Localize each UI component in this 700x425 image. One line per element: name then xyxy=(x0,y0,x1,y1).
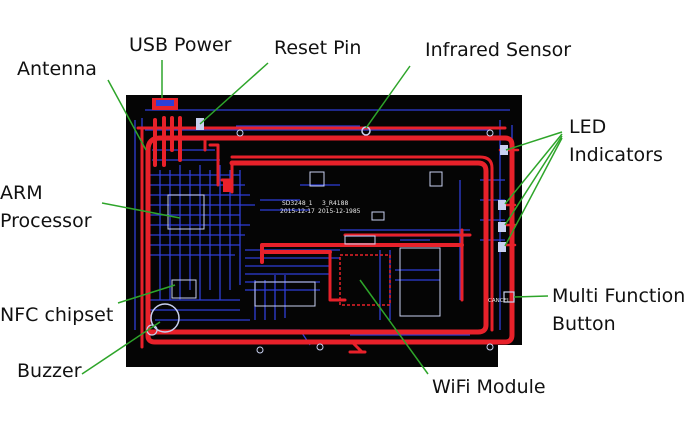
label-buzzer: Buzzer xyxy=(17,360,82,382)
label-mfb-line2: Button xyxy=(552,313,616,335)
silk-board-rev: 3_R4188 xyxy=(322,200,348,207)
buzzer-part xyxy=(150,303,180,333)
leader-led-1 xyxy=(505,131,563,151)
leader-mfb xyxy=(513,295,549,298)
label-led-line1: LED xyxy=(569,116,607,138)
silk-date-left: 2015-12-17 xyxy=(280,208,315,215)
label-nfc-chipset: NFC chipset xyxy=(0,304,114,326)
wifi-module-part xyxy=(339,254,391,306)
silkscreen: SD3248_1 2015-12-17 3_R4188 2015-12-1985… xyxy=(280,200,511,304)
label-infrared-sensor: Infrared Sensor xyxy=(425,39,572,61)
led-pad xyxy=(500,145,508,155)
label-reset-pin: Reset Pin xyxy=(274,37,362,59)
leader-lines xyxy=(81,60,563,375)
leader-led-3 xyxy=(504,135,563,226)
nfc-chip xyxy=(171,279,197,299)
leader-led-4 xyxy=(504,137,563,247)
leader-buzzer xyxy=(81,321,161,375)
led-pad xyxy=(498,222,506,232)
led-pad xyxy=(498,242,506,252)
silk-board-id: SD3248_1 xyxy=(282,200,313,207)
arm-chip xyxy=(167,194,205,230)
silk-button-mark: CANCEL xyxy=(488,298,511,304)
label-usb-power: USB Power xyxy=(129,34,232,56)
leader-infrared xyxy=(365,65,411,129)
board-notch xyxy=(498,345,522,367)
leader-nfc xyxy=(117,284,176,304)
label-led-line2: Indicators xyxy=(569,144,663,166)
leader-antenna xyxy=(107,79,147,151)
led-pad xyxy=(498,200,506,210)
label-arm-line2: Processor xyxy=(0,210,92,232)
label-mfb-line1: Multi Function xyxy=(552,285,686,307)
label-arm-line1: ARM xyxy=(0,182,43,204)
leader-led-2 xyxy=(504,133,563,205)
label-antenna: Antenna xyxy=(17,58,97,80)
silk-date-right: 2015-12-1985 xyxy=(318,208,361,215)
red-traces xyxy=(136,116,520,354)
label-wifi-module: WiFi Module xyxy=(432,376,546,398)
leader-wifi xyxy=(359,279,429,375)
leader-reset-pin xyxy=(199,62,269,125)
leader-arm xyxy=(101,202,181,219)
